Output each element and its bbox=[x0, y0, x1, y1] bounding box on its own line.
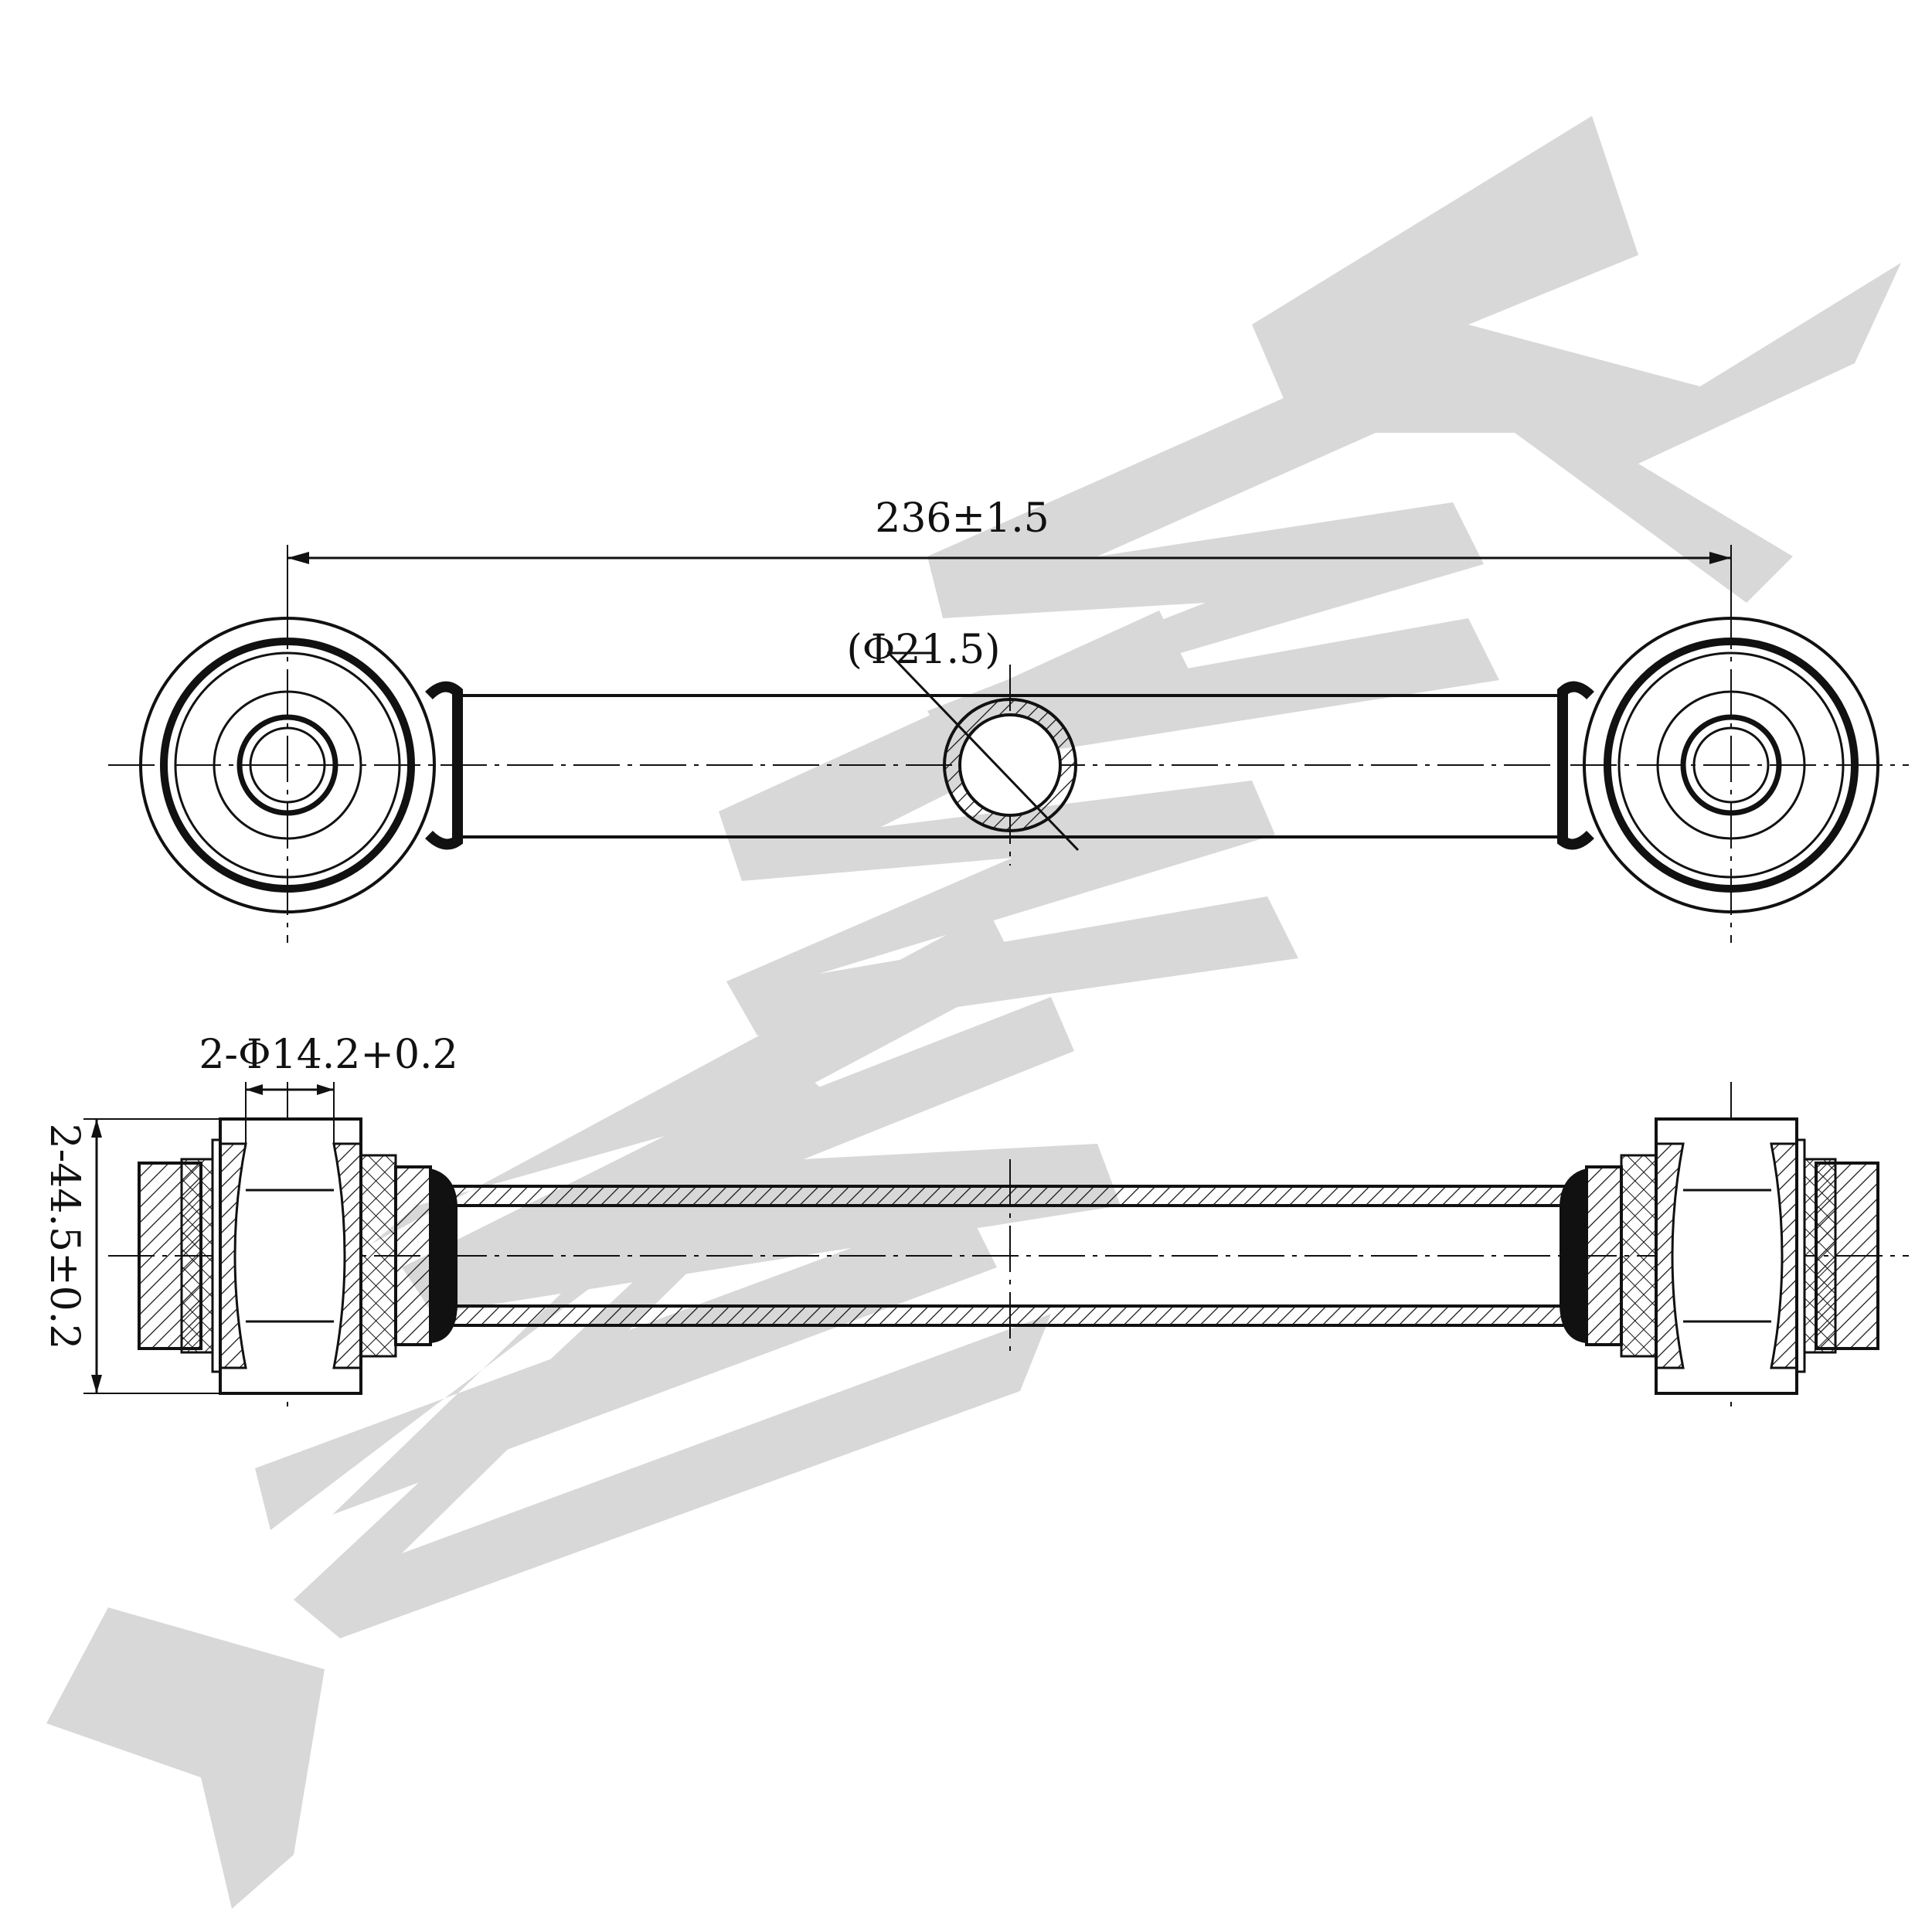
left-bushing-section bbox=[138, 1117, 457, 1395]
watermark-logo bbox=[46, 116, 1901, 1909]
right-eye-top bbox=[1557, 617, 1879, 913]
bore-dimension-label: 2-Φ14.2+0.2 bbox=[199, 1032, 457, 1078]
left-eye-top bbox=[139, 617, 463, 913]
tube-section bbox=[887, 651, 1080, 852]
width-dimension-label: 2-44.5±0.2 bbox=[41, 1124, 87, 1350]
top-view: 236±1.5 bbox=[108, 495, 1909, 943]
side-view: 2-Φ14.2+0.2 2-44.5±0.2 bbox=[41, 1032, 1909, 1414]
right-bushing-section bbox=[1560, 1117, 1879, 1395]
tube-diameter-label: (Φ21.5) bbox=[847, 627, 1001, 673]
length-dimension-label: 236±1.5 bbox=[875, 495, 1049, 542]
